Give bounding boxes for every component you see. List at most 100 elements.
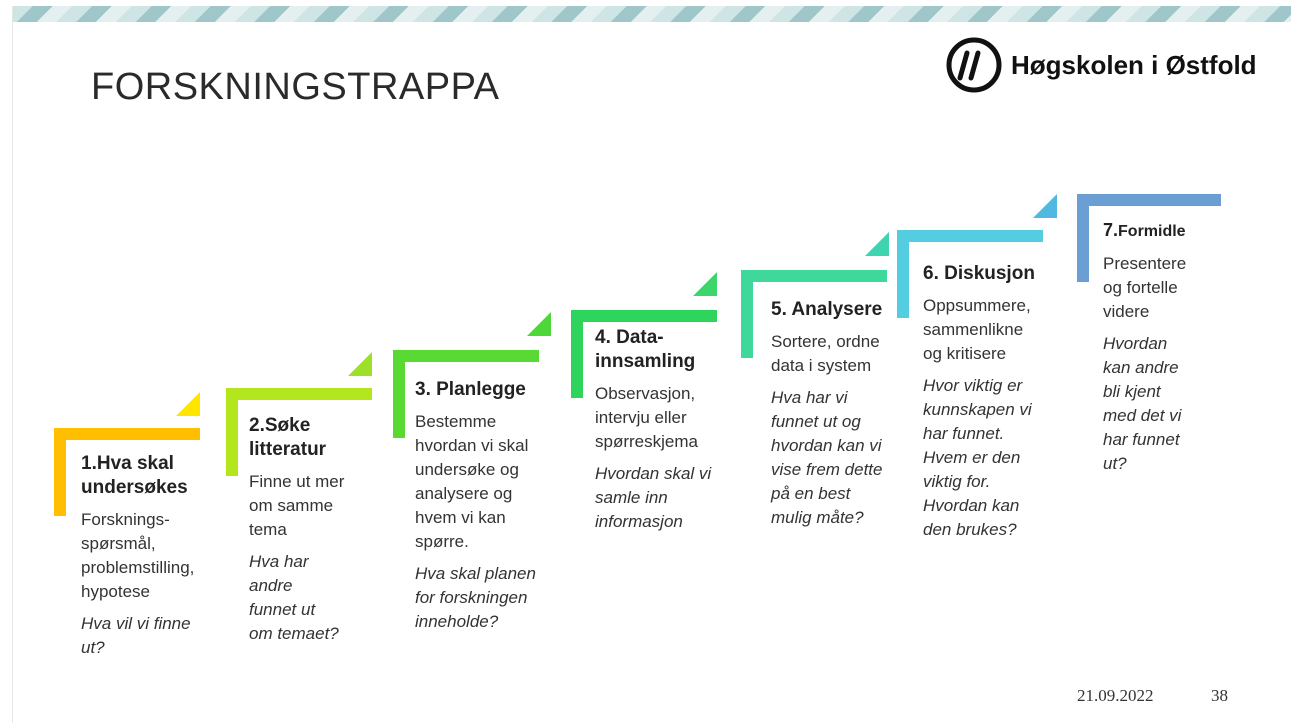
step-3-bar <box>393 350 539 362</box>
description-line: Sortere, ordne <box>771 332 880 351</box>
heading-line: innsamling <box>595 351 696 372</box>
step-1-leg <box>54 428 66 516</box>
step-2-arrow-tip <box>348 352 372 376</box>
step-7: 7.Formidle Presentere og fortelle videre… <box>1103 218 1253 476</box>
description-line: spørreskjema <box>595 432 698 451</box>
description-line: intervju eller <box>595 408 687 427</box>
question-line: andre <box>249 576 293 595</box>
slide-title: FORSKNINGSTRAPPA <box>91 66 500 108</box>
step-6-arrow-tip <box>1033 194 1057 218</box>
heading-number: 7. <box>1103 220 1119 240</box>
step-6-bracket <box>897 230 1043 318</box>
step-6-bar <box>897 230 1043 242</box>
hiof-logo-icon <box>946 37 1002 93</box>
description-line: og fortelle <box>1103 278 1178 297</box>
question-line: Hvordan skal vi <box>595 464 712 483</box>
step-4-heading: 4. Data- innsamling <box>595 326 755 374</box>
step-5-leg <box>741 270 753 358</box>
step-5-bar <box>741 270 887 282</box>
heading-line: undersøkes <box>81 477 188 498</box>
step-4-arrow-tip <box>693 272 717 296</box>
step-1-heading: 1.Hva skal undersøkes <box>81 452 231 500</box>
question-line: har funnet <box>1103 430 1180 449</box>
question-line: informasjon <box>595 512 683 531</box>
step-4-question: Hvordan skal vi samle inn informasjon <box>595 462 755 534</box>
description-line: sammenlikne <box>923 320 1024 339</box>
question-line: kan andre <box>1103 358 1179 377</box>
description-line: data i system <box>771 356 872 375</box>
step-3-description: Bestemme hvordan vi skal undersøke og an… <box>415 410 575 554</box>
step-2-bracket <box>226 388 372 476</box>
step-1-arrow-tip <box>176 392 200 416</box>
step-5-question: Hva har vi funnet ut og hvordan kan vi v… <box>771 386 921 530</box>
step-4-description: Observasjon, intervju eller spørreskjema <box>595 382 755 454</box>
heading-line: 5. Analysere <box>771 299 883 320</box>
description-line: Oppsummere, <box>923 296 1031 315</box>
question-line: mulig måte? <box>771 508 864 527</box>
question-line: vise frem dette <box>771 460 883 479</box>
step-1-question: Hva vil vi finne ut? <box>81 612 231 660</box>
slide-page-number: 38 <box>1211 686 1228 705</box>
step-2: 2.Søke litteratur Finne ut mer om samme … <box>249 414 399 646</box>
step-3-bracket <box>393 350 539 438</box>
question-line: om temaet? <box>249 624 339 643</box>
question-line: Hva har vi <box>771 388 848 407</box>
step-7-leg <box>1077 194 1089 282</box>
question-line: Hva vil vi finne <box>81 614 191 633</box>
question-line: for forskningen <box>415 588 528 607</box>
question-line: Hvem er den <box>923 448 1021 467</box>
description-line: hvordan vi skal <box>415 436 529 455</box>
question-line: har funnet. <box>923 424 1005 443</box>
step-3-question: Hva skal planen for forskningen innehold… <box>415 562 575 634</box>
step-6-question: Hvor viktig er kunnskapen vi har funnet.… <box>923 374 1083 542</box>
step-5-heading: 5. Analysere <box>771 298 921 322</box>
slide-date: 21.09.2022 <box>1077 686 1154 705</box>
question-line: Hvor viktig er <box>923 376 1023 395</box>
step-3: 3. Planlegge Bestemme hvordan vi skal un… <box>415 378 575 634</box>
heading-line: 1.Hva skal <box>81 453 174 474</box>
step-6-leg <box>897 230 909 318</box>
step-2-question: Hva har andre funnet ut om temaet? <box>249 550 399 646</box>
heading-word: Formidle <box>1118 223 1186 240</box>
step-5-arrow-tip <box>865 232 889 256</box>
question-line: med det vi <box>1103 406 1182 425</box>
heading-line: 3. Planlegge <box>415 379 526 400</box>
question-line: funnet ut og <box>771 412 861 431</box>
step-5-description: Sortere, ordne data i system <box>771 330 921 378</box>
step-2-bar <box>226 388 372 400</box>
slide: FORSKNINGSTRAPPA Høgskolen i Østfold 1.H… <box>12 6 1291 723</box>
description-line: og kritisere <box>923 344 1007 363</box>
step-4-bracket <box>571 310 717 398</box>
description-line: spørre. <box>415 532 469 551</box>
question-line: bli kjent <box>1103 382 1161 401</box>
question-line: på en best <box>771 484 851 503</box>
description-line: spørsmål, <box>81 534 156 553</box>
description-line: Observasjon, <box>595 384 696 403</box>
question-line: Hva skal planen <box>415 564 536 583</box>
step-1-description: Forsknings- spørsmål, problemstilling, h… <box>81 508 231 604</box>
description-line: problemstilling, <box>81 558 195 577</box>
step-2-leg <box>226 388 238 476</box>
step-2-heading: 2.Søke litteratur <box>249 414 399 462</box>
step-3-leg <box>393 350 405 438</box>
step-7-heading: 7.Formidle <box>1103 218 1253 244</box>
question-line: viktig for. <box>923 472 991 491</box>
question-line: ut? <box>81 638 105 657</box>
step-5-bracket <box>741 270 887 358</box>
question-line: Hva har <box>249 552 309 571</box>
step-7-question: Hvordan kan andre bli kjent med det vi h… <box>1103 332 1253 476</box>
step-2-description: Finne ut mer om samme tema <box>249 470 399 542</box>
step-7-bracket <box>1077 194 1221 282</box>
step-7-bar <box>1077 194 1221 206</box>
description-line: Presentere <box>1103 254 1187 273</box>
description-line: Finne ut mer <box>249 472 345 491</box>
question-line: den brukes? <box>923 520 1017 539</box>
question-line: Hvordan <box>1103 334 1168 353</box>
question-line: kunnskapen vi <box>923 400 1032 419</box>
step-1-bracket <box>54 428 200 516</box>
question-line: hvordan kan vi <box>771 436 882 455</box>
description-line: hvem vi kan <box>415 508 506 527</box>
question-line: funnet ut <box>249 600 316 619</box>
heading-line: 6. Diskusjon <box>923 263 1035 284</box>
description-line: analysere og <box>415 484 513 503</box>
